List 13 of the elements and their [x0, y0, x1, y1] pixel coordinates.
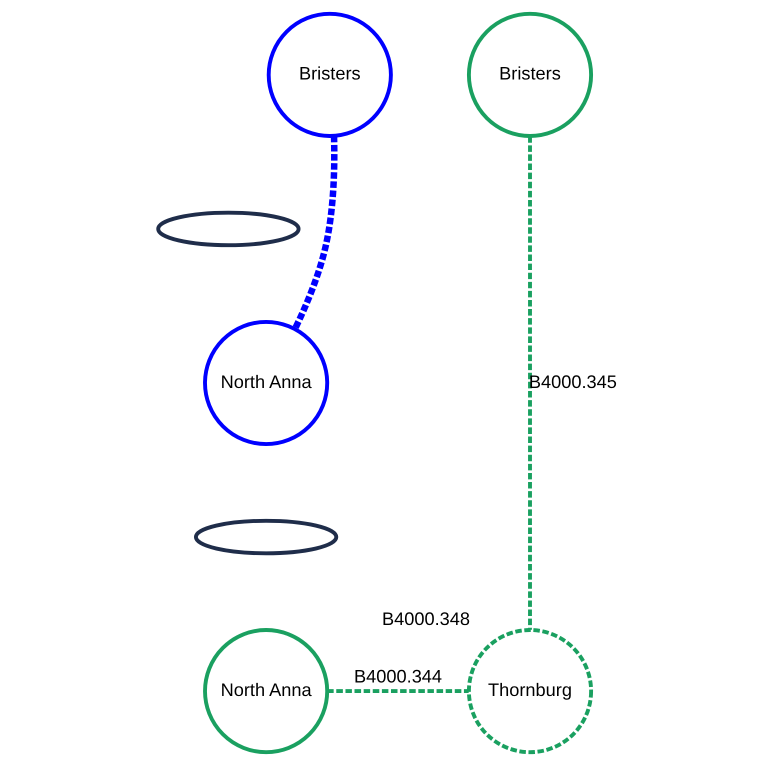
connector: [528, 136, 532, 630]
node-ellipse: [194, 518, 338, 556]
node-circle: North Anna: [203, 628, 330, 754]
node-circle: Thornburg: [466, 628, 594, 754]
edge-label: B4000.345: [528, 372, 617, 392]
node-label: B4000.348: [382, 609, 470, 630]
connector: [292, 136, 338, 330]
connector: [327, 689, 469, 694]
node-circle: Bristers: [266, 12, 393, 138]
node-circle: Bristers: [466, 12, 594, 138]
edge-label: B4000.344: [354, 666, 442, 686]
node-circle: North Anna: [203, 320, 330, 446]
node-ellipse: [156, 210, 301, 248]
